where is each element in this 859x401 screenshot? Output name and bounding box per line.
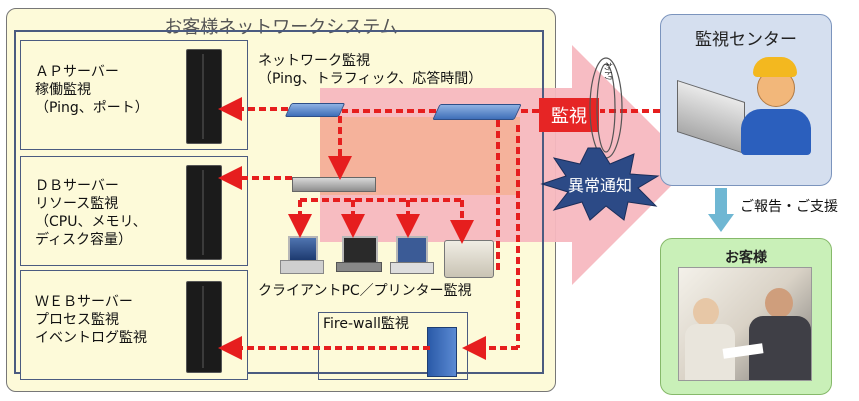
alert-label: 異常通知 (567, 176, 632, 195)
report-arrow (708, 188, 734, 232)
customer-network-title: お客様ネットワークシステム (164, 17, 398, 38)
server-icon (186, 165, 222, 260)
desktop-pc-icon (280, 232, 324, 276)
client-monitor-label: クライアントPC／プリンター監視 (258, 283, 472, 299)
operator-body-icon (741, 109, 811, 155)
db-server-box: ＤＢサーバー リソース監視 （CPU、メモリ、 ディスク容量） (20, 156, 248, 266)
ap-server-label: ＡＰサーバー 稼働監視 （Ping、ポート） (35, 64, 149, 116)
db-server-label: ＤＢサーバー リソース監視 （CPU、メモリ、 ディスク容量） (35, 178, 147, 248)
loop-small-text: ﾈｯﾄﾜ (602, 62, 612, 81)
monitoring-center-box: 監視センター (660, 14, 832, 186)
alert-burst (540, 147, 660, 221)
monitoring-tag: 監視 (539, 98, 599, 132)
network-monitor-label: ネットワーク監視 （Ping、トラフィック、応答時間） (258, 53, 483, 87)
firewall-icon (427, 327, 457, 377)
laptop-icon (677, 79, 745, 155)
monitoring-center-title: 監視センター (695, 30, 797, 50)
crt-pc-icon (388, 234, 434, 276)
network-frame (14, 30, 544, 374)
operator-hair-icon (753, 57, 797, 77)
report-label: ご報告・ご支援 (740, 199, 838, 215)
firewall-box: Fire-wall監視 (318, 312, 468, 380)
server-icon (186, 49, 222, 144)
customer-meeting-photo (678, 267, 812, 381)
web-server-box: ＷＥＢサーバー プロセス監視 イベントログ監視 (20, 270, 248, 380)
firewall-label: Fire-wall監視 (323, 316, 409, 332)
customer-title: お客様 (725, 250, 767, 266)
ap-server-box: ＡＰサーバー 稼働監視 （Ping、ポート） (20, 40, 248, 150)
printer-icon (444, 240, 494, 278)
server-icon (186, 281, 222, 373)
web-server-label: ＷＥＢサーバー プロセス監視 イベントログ監視 (35, 294, 147, 346)
